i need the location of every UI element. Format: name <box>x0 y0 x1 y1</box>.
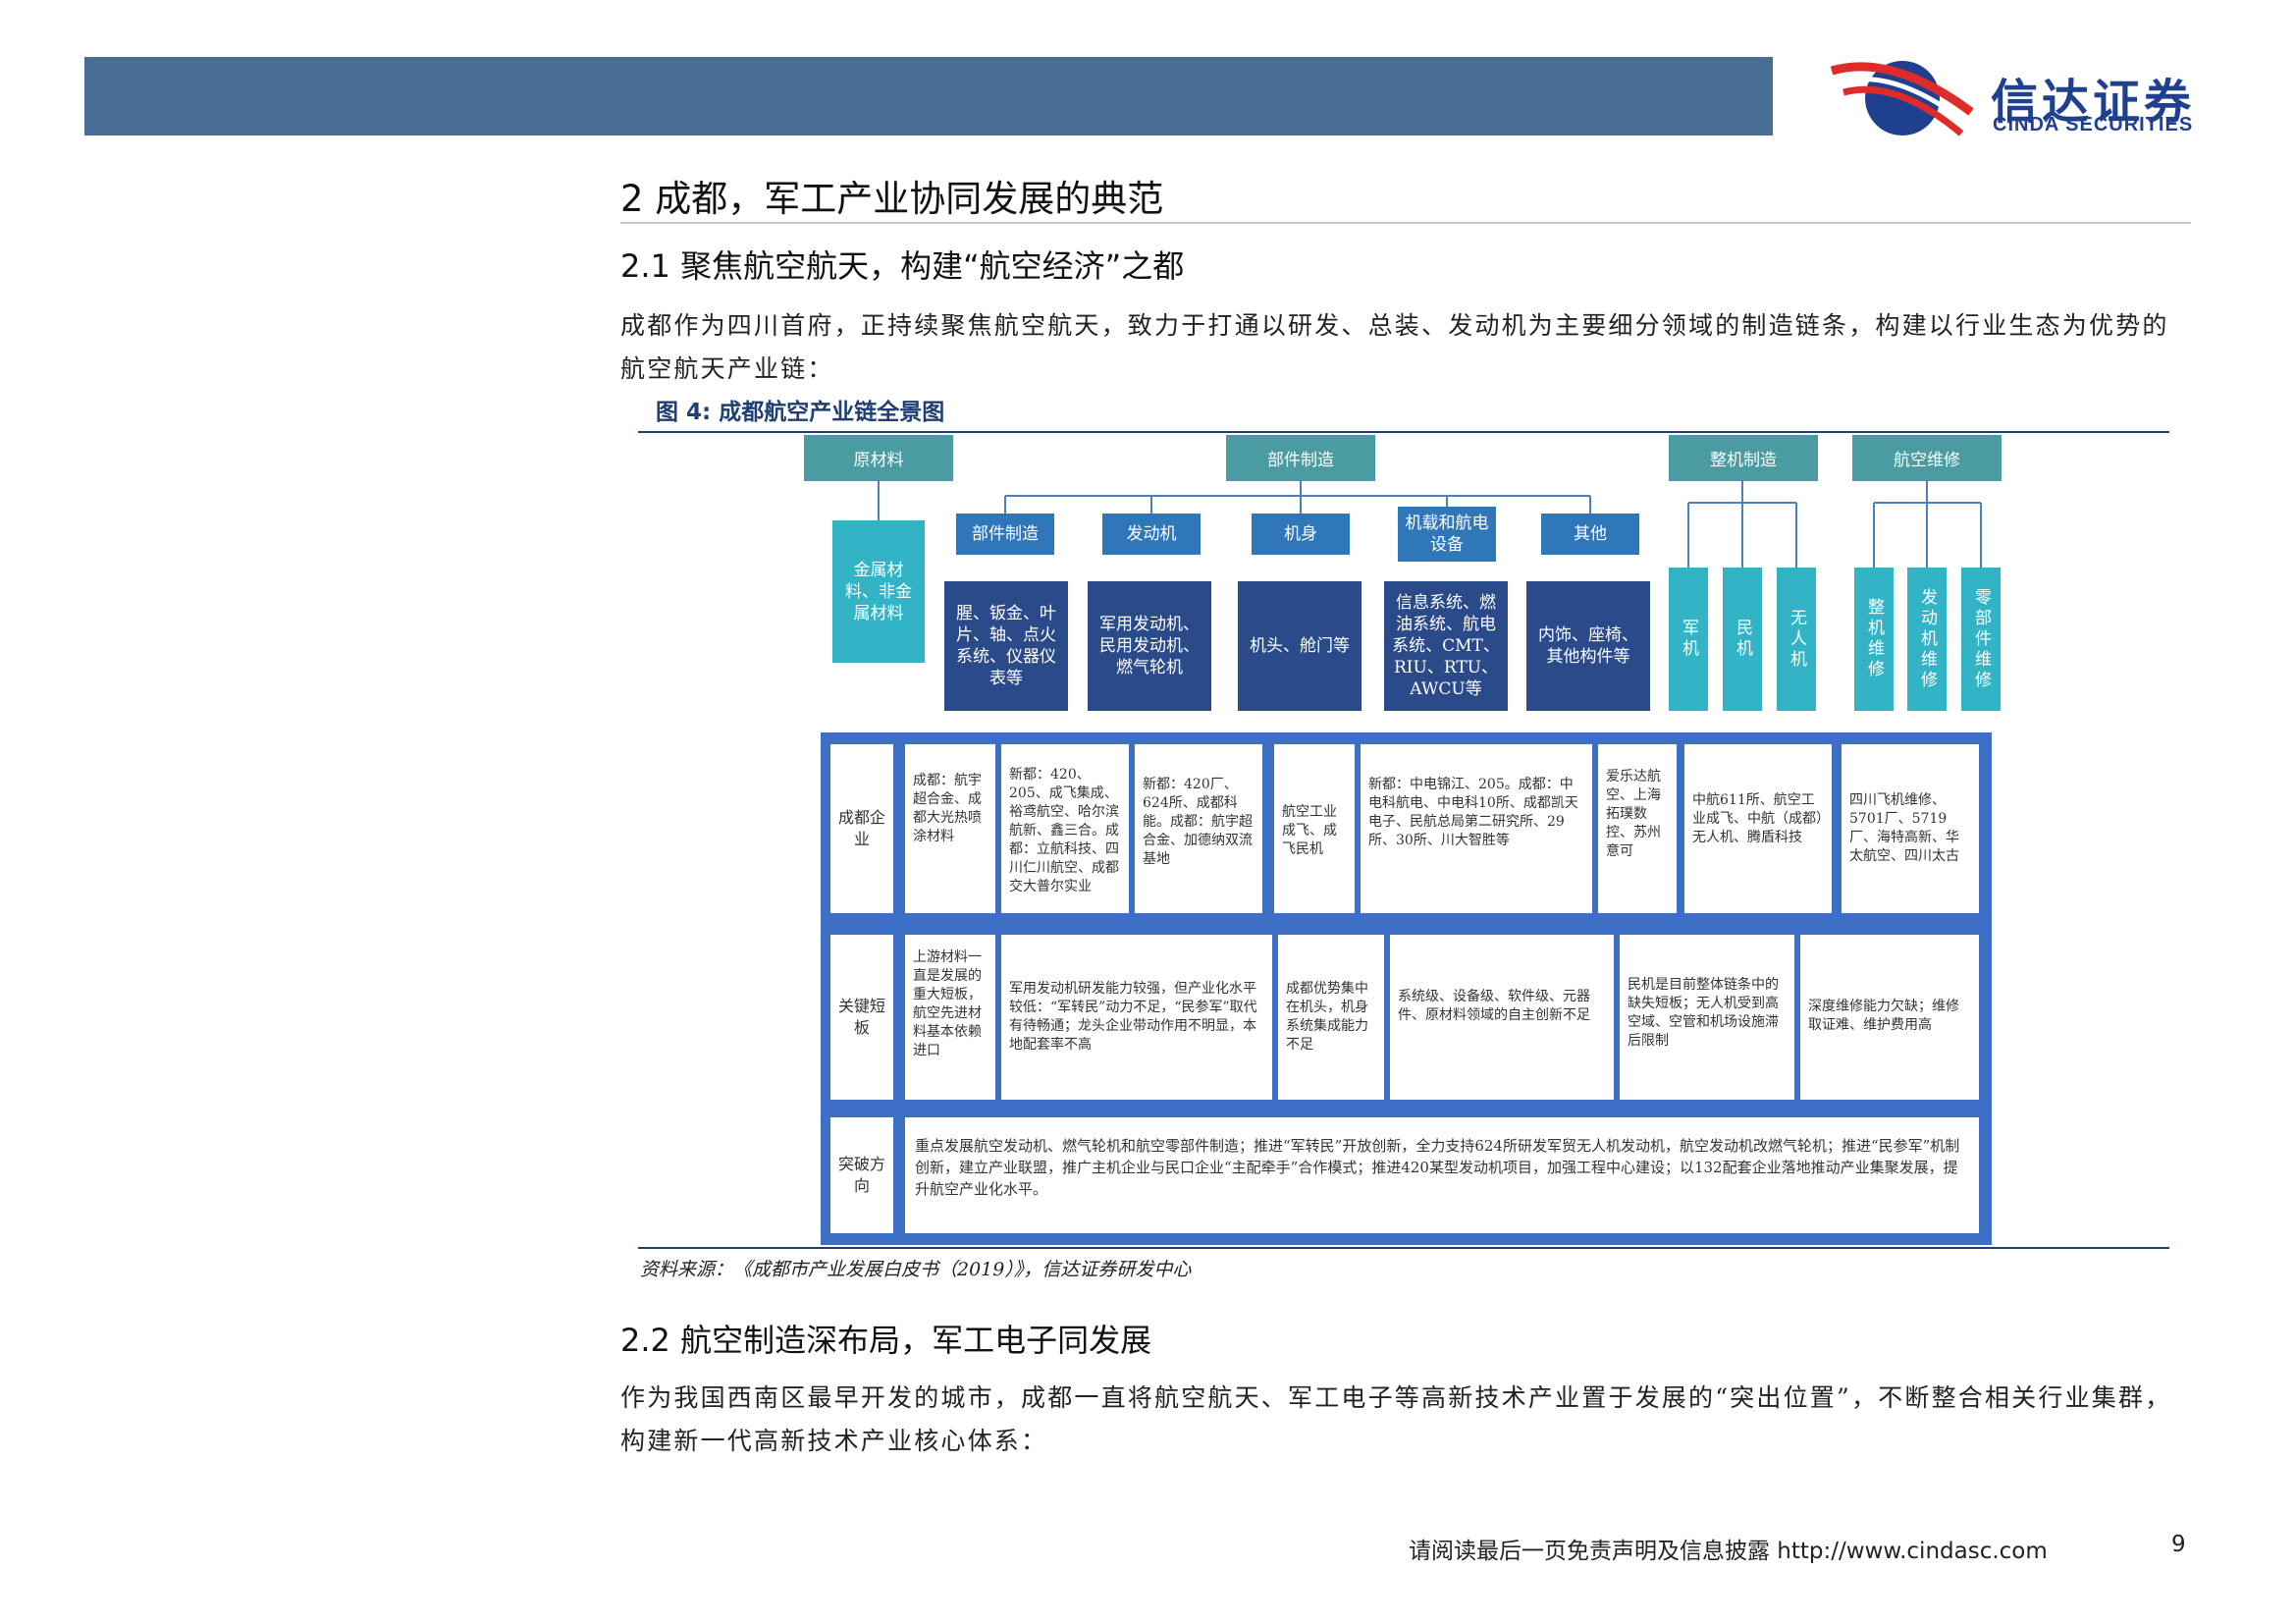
figure-top-rule <box>638 431 2169 433</box>
whole-aircraft-maintenance-box: 整机维修 <box>1854 568 1894 711</box>
section-title-divider <box>620 222 2191 224</box>
whole-aircraft-header: 整机制造 <box>1669 435 1818 481</box>
uav-box: 无人机 <box>1777 568 1816 711</box>
subsection-title-2-2: 2.2 航空制造深布局，军工电子同发展 <box>620 1322 1152 1359</box>
engine-sub-header: 发动机 <box>1102 514 1201 555</box>
breakthrough-cell: 重点发展航空发动机、燃气轮机和航空零部件制造；推进“军转民”开放创新，全力支持6… <box>905 1117 1979 1233</box>
shortboard-cell-engine: 军用发动机研发能力较强，但产业化水平较低：“军转民”动力不足，“民参军”取代有待… <box>1001 935 1272 1100</box>
engine-maintenance-label: 发动机维修 <box>1917 587 1937 691</box>
figure-title: 图 4: 成都航空产业链全景图 <box>656 400 945 425</box>
cinda-logo: 信达证券 CINDA SECURITIES <box>1824 53 2236 141</box>
row-label-companies: 成都企业 <box>830 744 893 913</box>
brand-name-cn: 信达证券 <box>1991 75 2196 130</box>
airframe-body: 机头、舱门等 <box>1238 581 1362 711</box>
company-cell-maintenance: 四川飞机维修、5701厂、5719厂、海特高新、华太航空、四川太古 <box>1842 744 1979 913</box>
military-aircraft-box: 军机 <box>1669 568 1708 711</box>
company-cell-engine: 新都：420厂、624所、成都科能。成都：航宇超合金、加德纳双流基地 <box>1135 744 1262 913</box>
parts-body: 腥、钣金、叶片、轴、点火系统、仪器仪表等 <box>944 581 1068 711</box>
shortboard-cell-whole-aircraft: 民机是目前整体链条中的缺失短板；无人机受到高空域、空管和机场设施滞后限制 <box>1620 935 1794 1100</box>
subsection-2-1-paragraph: 成都作为四川首府，正持续聚焦航空航天，致力于打通以研发、总装、发动机为主要细分领… <box>620 311 2169 383</box>
row-label-shortboards: 关键短板 <box>830 935 893 1100</box>
page-number: 9 <box>2171 1532 2186 1557</box>
component-maintenance-box: 零部件维修 <box>1961 568 2001 711</box>
uav-label: 无人机 <box>1787 608 1806 671</box>
other-sub-header: 其他 <box>1541 514 1639 555</box>
raw-material-body: 金属材料、非金属材料 <box>832 520 925 663</box>
figure-bottom-rule <box>638 1247 2169 1249</box>
company-cell-parts: 新都：420、205、成飞集成、裕鸢航空、哈尔滨航新、鑫三合。成都：立航科技、四… <box>1001 744 1129 913</box>
chain-table: 成都企业 关键短板 突破方向 成都：航宇超合金、成都大光热喷涂材料 新都：420… <box>821 732 1992 1245</box>
shortboard-cell-raw-material: 上游材料一直是发展的重大短板，航空先进材料基本依赖进口 <box>905 935 995 1100</box>
company-cell-whole-aircraft: 中航611所、航空工业成飞、中航（成都）无人机、腾盾科技 <box>1684 744 1832 913</box>
engine-body: 军用发动机、民用发动机、燃气轮机 <box>1088 581 1211 711</box>
subsection-2-2-paragraph: 作为我国西南区最早开发的城市，成都一直将航空航天、军工电子等高新技术产业置于发展… <box>620 1383 2172 1455</box>
company-cell-other: 爱乐达航空、上海拓璞数控、苏州意可 <box>1598 744 1677 913</box>
company-cell-raw-material: 成都：航宇超合金、成都大光热喷涂材料 <box>905 744 995 913</box>
header-bar <box>84 57 1773 135</box>
shortboard-cell-maintenance: 深度维修能力欠缺；维修取证难、维护费用高 <box>1800 935 1979 1100</box>
company-cell-airframe: 航空工业成飞、成飞民机 <box>1274 744 1355 913</box>
avionics-body: 信息系统、燃油系统、航电系统、CMT、RIU、RTU、AWCU等 <box>1384 581 1508 711</box>
brand-name-en: CINDA SECURITIES <box>1993 114 2194 135</box>
whole-aircraft-maintenance-label: 整机维修 <box>1864 598 1884 680</box>
shortboard-cell-avionics: 系统级、设备级、软件级、元器件、原材料领域的自主创新不足 <box>1390 935 1614 1100</box>
figure-source: 资料来源：《成都市产业发展白皮书（2019）》，信达证券研发中心 <box>640 1259 1192 1280</box>
connector-lines <box>878 481 1982 568</box>
other-body: 内饰、座椅、其他构件等 <box>1526 581 1650 711</box>
aviation-maintenance-header: 航空维修 <box>1852 435 2002 481</box>
section-title: 2 成都，军工产业协同发展的典范 <box>620 178 1164 220</box>
civil-aircraft-box: 民机 <box>1723 568 1762 711</box>
airframe-sub-header: 机身 <box>1252 514 1350 555</box>
parts-sub-header: 部件制造 <box>956 514 1054 555</box>
company-cell-avionics: 新都：中电锦江、205。成都：中电科航电、中电科10所、成都凯天电子、民航总局第… <box>1361 744 1592 913</box>
avionics-sub-header: 机载和航电设备 <box>1398 507 1496 562</box>
logo-emblem-icon <box>1830 61 1974 136</box>
footer-disclaimer: 请阅读最后一页免责声明及信息披露 http://www.cindasc.com <box>1409 1539 2048 1564</box>
civil-aircraft-label: 民机 <box>1733 619 1752 660</box>
parts-manufacturing-header: 部件制造 <box>1226 435 1375 481</box>
military-aircraft-label: 军机 <box>1679 619 1698 660</box>
shortboard-cell-airframe: 成都优势集中在机头，机身系统集成能力不足 <box>1278 935 1384 1100</box>
row-label-breakthrough: 突破方向 <box>830 1117 893 1233</box>
subsection-title-2-1: 2.1 聚焦航空航天，构建“航空经济”之都 <box>620 247 1185 285</box>
engine-maintenance-box: 发动机维修 <box>1907 568 1947 711</box>
raw-material-header: 原材料 <box>804 435 953 481</box>
component-maintenance-label: 零部件维修 <box>1971 587 1991 691</box>
